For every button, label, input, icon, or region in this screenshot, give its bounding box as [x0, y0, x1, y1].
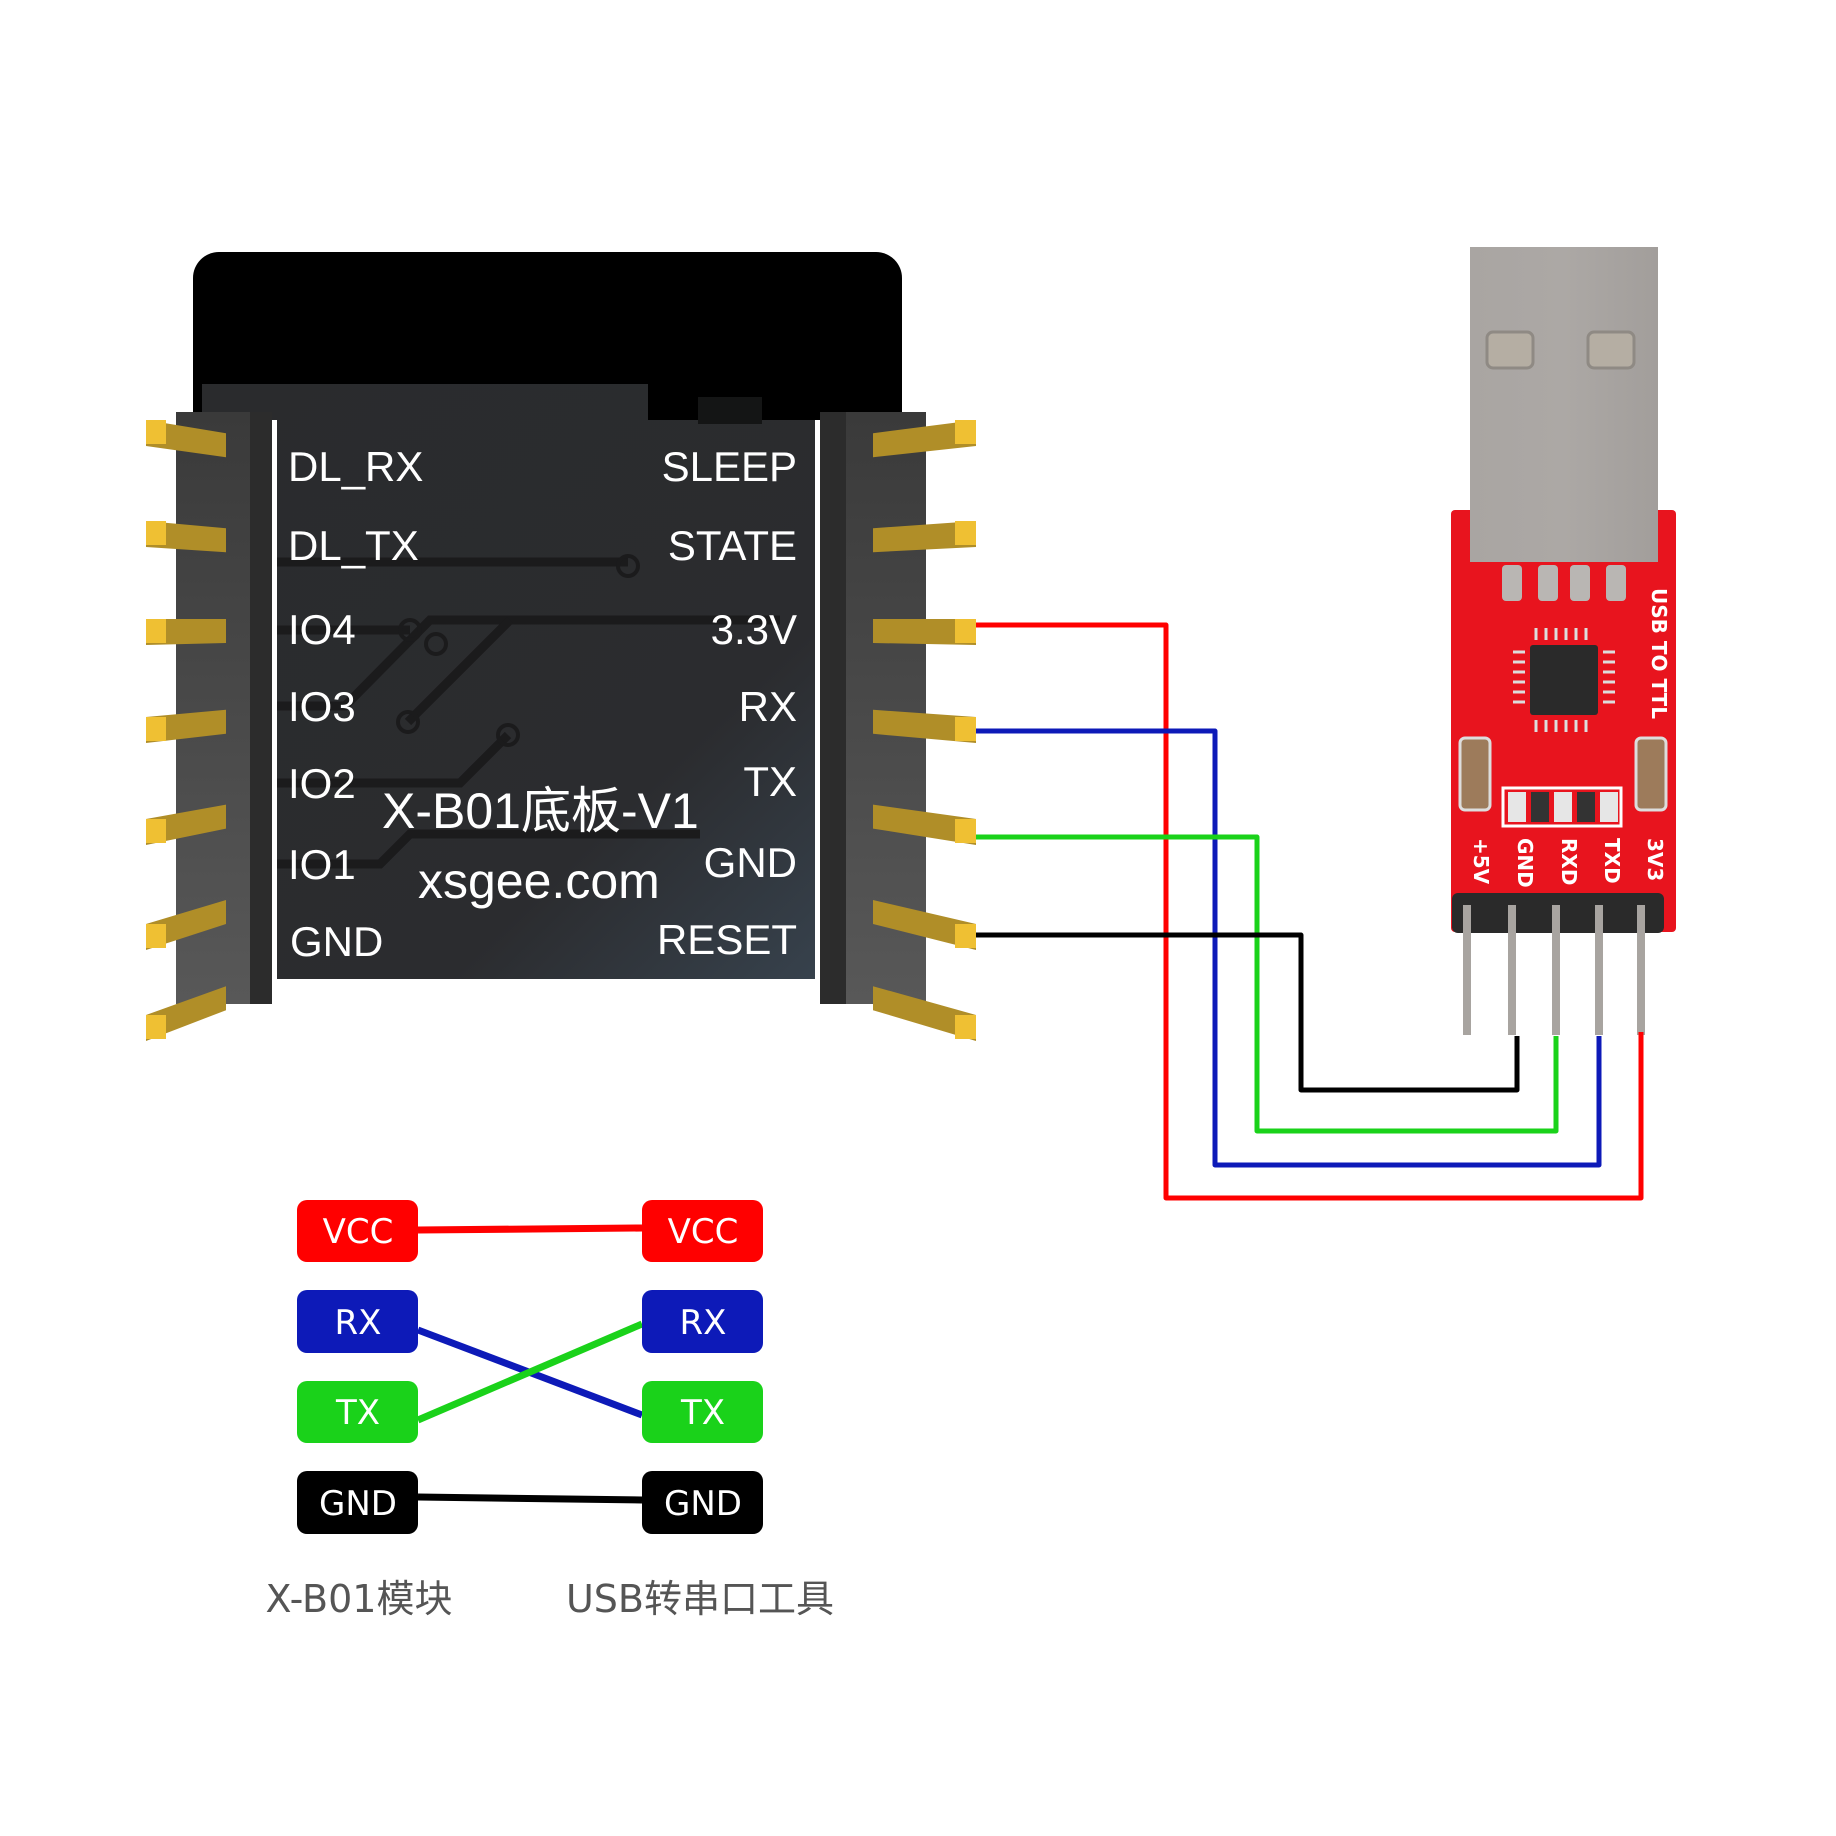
legend-box-right-rx	[642, 1290, 763, 1353]
pin-mapping-legend: VCC RX TX GND VCC RX TX GND X-B01模块 USB转…	[266, 1200, 834, 1621]
left-pin-header	[146, 412, 272, 1041]
wires	[976, 622, 1644, 1201]
legend-line-gnd	[417, 1493, 643, 1504]
legend-label-left: GND	[319, 1484, 397, 1524]
usb-plug-window	[1485, 330, 1535, 370]
legend-caption-left: X-B01模块	[266, 1577, 453, 1621]
header-pin-tip	[955, 819, 976, 843]
legend-box-left-tx	[297, 1381, 418, 1443]
right-pin-label: SLEEP	[662, 443, 797, 490]
right-pin-label: GND	[704, 839, 797, 886]
usb-header-pin	[1508, 905, 1516, 1035]
legend-caption-right: USB转串口工具	[566, 1577, 834, 1621]
legend-label-right: GND	[664, 1484, 742, 1524]
legend-box-left-vcc	[297, 1200, 418, 1262]
left-pin-label: IO1	[288, 841, 356, 888]
header-pin	[873, 420, 976, 458]
usb-ttl-tool: USB TO TTL +5V GND RXD TXD 3V3	[1451, 247, 1676, 1035]
legend-label-left: TX	[335, 1393, 380, 1433]
header-pin-tip	[146, 819, 166, 843]
pcb-vias	[396, 554, 640, 747]
left-pin-label: IO4	[288, 606, 356, 653]
legend-box-left-gnd	[297, 1471, 418, 1534]
led-row	[1508, 792, 1618, 822]
legend-line-vcc	[417, 1224, 643, 1234]
header-pin-tip	[146, 717, 166, 741]
legend-label-right: TX	[680, 1393, 725, 1433]
usb-pin-label: GND	[1513, 838, 1537, 888]
usb-pin-label: RXD	[1557, 838, 1581, 885]
left-pin-label: GND	[290, 918, 383, 965]
capacitor	[1634, 736, 1668, 812]
usb-pin-label: 3V3	[1643, 838, 1667, 881]
usb-header-pin	[1595, 905, 1603, 1035]
usb-plug	[1470, 247, 1658, 562]
header-pin	[873, 986, 976, 1041]
wire-tx	[976, 834, 1559, 1134]
header-pin-tip	[955, 717, 976, 741]
wire-gnd	[976, 932, 1520, 1093]
usb-header-pin	[1463, 905, 1471, 1035]
right-pin-label: RESET	[657, 916, 797, 963]
module-component	[698, 397, 762, 424]
legend-label-right: VCC	[668, 1212, 739, 1252]
board-url: xsgee.com	[418, 853, 660, 909]
legend-box-right-gnd	[642, 1471, 763, 1534]
xb01-module: DL_RX DL_TX IO4 IO3 IO2 IO1 GND SLEEP ST…	[146, 252, 976, 1041]
wire-rx	[976, 728, 1602, 1168]
legend-label-left: RX	[335, 1303, 382, 1343]
header-pin-tip	[955, 420, 976, 444]
header-pin-tip	[955, 521, 976, 545]
board-title: X-B01底板-V1	[382, 783, 699, 839]
usb-pin-label: +5V	[1469, 838, 1493, 885]
header-pin-tip	[146, 521, 166, 545]
header-pin	[873, 709, 976, 743]
legend-label-right: RX	[680, 1303, 727, 1343]
legend-lines	[416, 1224, 644, 1504]
legend-line-tx	[416, 1320, 644, 1424]
usb-header-pin	[1637, 905, 1645, 1035]
header-pin-tip	[955, 619, 976, 643]
header-pin-tip	[146, 1015, 166, 1039]
left-pin-label: DL_TX	[288, 522, 419, 569]
legend-box-right-tx	[642, 1381, 763, 1443]
header-pin	[873, 804, 976, 845]
usb-title-silkscreen: USB TO TTL	[1647, 588, 1671, 719]
right-pin-label: 3.3V	[711, 606, 797, 653]
right-pin-label: STATE	[668, 522, 797, 569]
header-pin-tip	[146, 924, 166, 948]
right-pin-label: RX	[739, 683, 797, 730]
legend-box-right-vcc	[642, 1200, 763, 1262]
header-pin-tip	[146, 619, 166, 643]
wire-vcc	[976, 622, 1644, 1201]
header-pin	[873, 900, 976, 950]
usb-pin-label: TXD	[1600, 838, 1624, 884]
header-pin-tip	[955, 924, 976, 948]
capacitor	[1458, 736, 1492, 812]
right-pin-header	[820, 412, 976, 1041]
header-pin-tip	[955, 1015, 976, 1039]
header-pin	[873, 521, 976, 553]
left-pin-label: DL_RX	[288, 443, 423, 490]
left-pin-label: IO3	[288, 683, 356, 730]
pcb-traces	[275, 557, 780, 869]
left-pin-label: IO2	[288, 760, 356, 807]
legend-box-left-rx	[297, 1290, 418, 1353]
usb-chip	[1530, 645, 1598, 715]
usb-header-pin	[1552, 905, 1560, 1035]
header-pin-tip	[146, 420, 166, 444]
right-pin-label: TX	[743, 758, 797, 805]
usb-plug-window	[1586, 330, 1636, 370]
header-pin	[873, 619, 976, 645]
legend-label-left: VCC	[323, 1212, 394, 1252]
